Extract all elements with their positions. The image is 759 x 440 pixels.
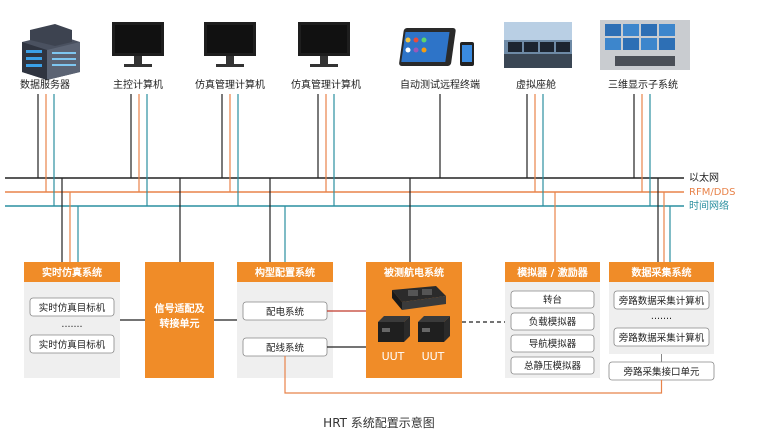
navigation-simulator: 导航模拟器 [529, 338, 577, 350]
wiring-system: 配线系统 [266, 342, 305, 354]
device-label-host: 主控计算机 [113, 78, 163, 91]
device-label-remote: 自动测试远程终端 [400, 78, 480, 91]
device-label-server: 数据服务器 [20, 78, 70, 91]
ethernet-bus-label: 以太网 [689, 171, 719, 184]
uut-label-1: UUT [382, 350, 405, 363]
monitor-icon-sim1 [204, 22, 256, 67]
realtime-sim-title: 实时仿真系统 [42, 266, 102, 279]
avionics-rack-icon [392, 286, 446, 310]
subsystem-connectors [61, 178, 671, 262]
tablet-icon [399, 28, 474, 66]
turntable: 转台 [543, 294, 562, 306]
device-label-sim1: 仿真管理计算机 [195, 78, 265, 91]
config-system: 构型配置系统 配电系统 配线系统 [237, 262, 333, 378]
simulator-stimulator: 模拟器 / 激励器 转台 负载模拟器 导航模拟器 总静压模拟器 [505, 262, 600, 378]
display-wall-icon [600, 20, 690, 70]
signal-adapter-unit: 信号适配及 转接单元 [145, 262, 214, 378]
device-label-sim2: 仿真管理计算机 [291, 78, 361, 91]
data-acquisition-system: 数据采集系统 旁路数据采集计算机 ······· 旁路数据采集计算机 旁路采集接… [608, 262, 715, 381]
power-distribution: 配电系统 [266, 306, 305, 318]
rfm-bus-label: RFM/DDS [689, 187, 735, 198]
device-label-cockpit: 虚拟座舱 [516, 78, 556, 91]
device-connectors [37, 94, 651, 206]
config-title: 构型配置系统 [255, 266, 315, 279]
time-bus-label: 时间网络 [689, 199, 729, 212]
acquisition-title: 数据采集系统 [632, 266, 692, 279]
bypass-acq-interface-unit: 旁路采集接口单元 [623, 366, 700, 378]
realtime-target-1: 实时仿真目标机 [39, 302, 106, 314]
monitor-icon-host [112, 22, 164, 67]
adapter-title-line1: 信号适配及 [155, 302, 206, 315]
device-label-display3d: 三维显示子系统 [608, 78, 678, 91]
load-simulator: 负载模拟器 [529, 316, 577, 328]
server-icon [22, 24, 80, 80]
simulator-title: 模拟器 / 激励器 [517, 266, 589, 279]
bypass-acq-computer-2: 旁路数据采集计算机 [619, 332, 705, 344]
bypass-acq-computer-1: 旁路数据采集计算机 [619, 295, 705, 307]
diagram-caption: HRT 系统配置示意图 [323, 415, 435, 430]
uut-box-icon-1 [378, 316, 410, 342]
realtime-target-2: 实时仿真目标机 [39, 339, 106, 351]
cockpit-icon [504, 22, 572, 68]
link-wiring-interface [284, 356, 663, 394]
acquisition-dots: ······· [651, 314, 672, 325]
adapter-title-line2: 转接单元 [160, 317, 200, 330]
realtime-dots: ······· [61, 322, 82, 333]
pitot-static-simulator: 总静压模拟器 [524, 360, 582, 372]
avionics-under-test: 被测航电系统 UUT UUT [366, 262, 462, 378]
avionics-title: 被测航电系统 [384, 266, 444, 279]
uut-box-icon-2 [418, 316, 450, 342]
monitor-icon-sim2 [298, 22, 350, 67]
realtime-sim-system: 实时仿真系统 实时仿真目标机 ······· 实时仿真目标机 [24, 262, 120, 378]
uut-label-2: UUT [422, 350, 445, 363]
